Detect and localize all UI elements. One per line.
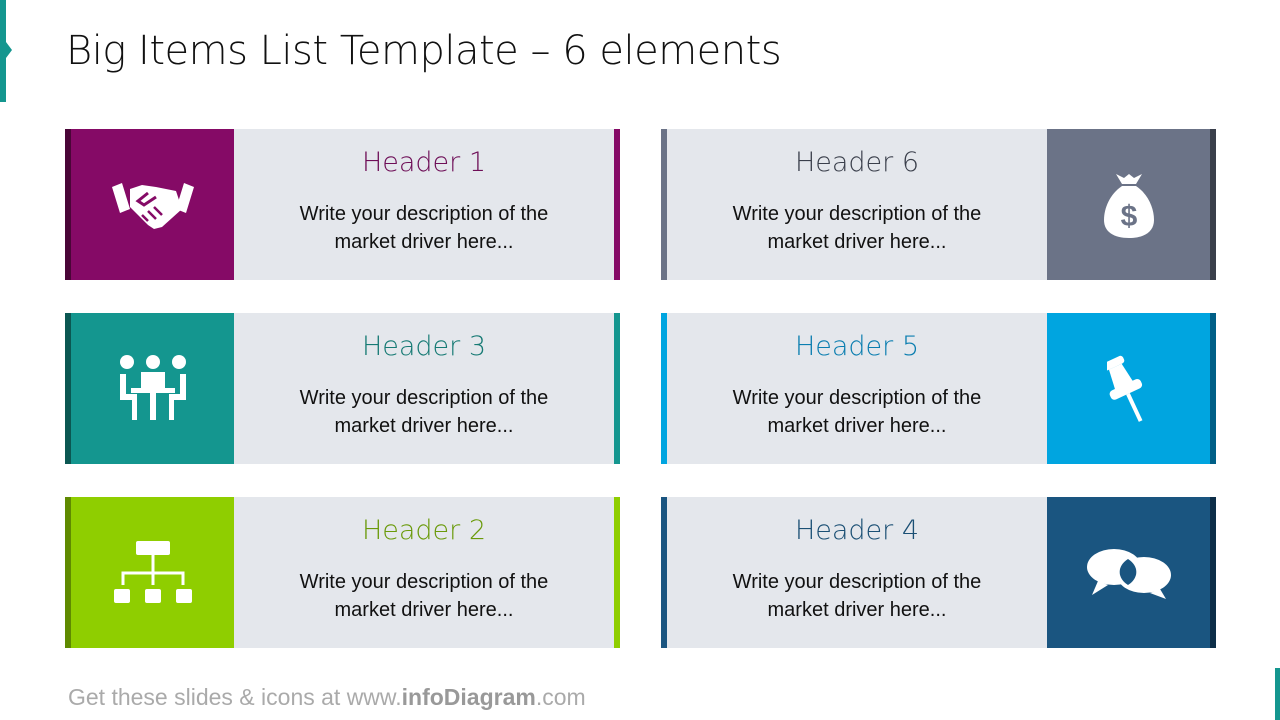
- hierarchy-icon: [112, 540, 194, 605]
- card-description: Write your description of the market dri…: [732, 387, 982, 437]
- card-edge: [614, 313, 620, 464]
- card-edge: [1210, 497, 1216, 648]
- handshake-icon: [108, 175, 198, 235]
- card-header-5: Header 5 Write your description of the ma…: [661, 313, 1216, 464]
- footer-suffix: .com: [535, 684, 586, 710]
- card-header-3: Header 3 Write your description of the ma…: [65, 313, 620, 464]
- corner-accent: [1275, 668, 1280, 720]
- footer: Get these slides & icons at www.infoDiag…: [68, 684, 586, 711]
- icon-box: [1047, 313, 1210, 464]
- card-header-1: Header 1 Write your description of the ma…: [65, 129, 620, 280]
- card-panel: Header 6 Write your description of the ma…: [667, 129, 1047, 280]
- card-edge: [661, 313, 667, 464]
- card-description: Write your description of the market dri…: [299, 387, 549, 437]
- card-panel: Header 1 Write your description of the ma…: [234, 129, 614, 280]
- card-header: Header 4: [794, 515, 920, 546]
- card-description: Write your description of the market dri…: [299, 571, 549, 621]
- card-header: Header 1: [361, 147, 487, 178]
- card-description: Write your description of the market dri…: [732, 571, 982, 621]
- card-header: Header 5: [794, 331, 920, 362]
- money-bag-icon: $: [1103, 170, 1154, 240]
- title-accent: [0, 0, 12, 102]
- card-panel: Header 3 Write your description of the ma…: [234, 313, 614, 464]
- card-edge: [661, 497, 667, 648]
- card-header-6: Header 6 Write your description of the ma…: [661, 129, 1216, 280]
- pushpin-icon: [1106, 353, 1151, 425]
- icon-box: [71, 497, 234, 648]
- footer-brand: infoDiagram: [401, 684, 536, 710]
- icon-box: [1047, 497, 1210, 648]
- card-header-2: Header 2 Write your description of the ma…: [65, 497, 620, 648]
- icon-box: [71, 129, 234, 280]
- icon-box: $: [1047, 129, 1210, 280]
- card-edge: [614, 129, 620, 280]
- card-description: Write your description of the market dri…: [299, 203, 549, 253]
- card-header: Header 3: [361, 331, 487, 362]
- card-edge: [661, 129, 667, 280]
- footer-prefix: Get these slides & icons at www.: [68, 684, 402, 710]
- card-header-4: Header 4 Write your description of the ma…: [661, 497, 1216, 648]
- card-edge: [65, 129, 71, 280]
- card-description: Write your description of the market dri…: [732, 203, 982, 253]
- card-panel: Header 4 Write your description of the ma…: [667, 497, 1047, 648]
- card-edge: [65, 497, 71, 648]
- card-panel: Header 2 Write your description of the ma…: [234, 497, 614, 648]
- svg-text:$: $: [1120, 200, 1137, 233]
- card-edge: [1210, 313, 1216, 464]
- meeting-icon: [117, 354, 189, 424]
- speech-bubbles-icon: [1086, 547, 1172, 599]
- card-edge: [614, 497, 620, 648]
- card-panel: Header 5 Write your description of the ma…: [667, 313, 1047, 464]
- icon-box: [71, 313, 234, 464]
- card-header: Header 6: [794, 147, 920, 178]
- page-title: Big Items List Template – 6 elements: [66, 28, 782, 74]
- card-header: Header 2: [361, 515, 487, 546]
- card-edge: [65, 313, 71, 464]
- card-edge: [1210, 129, 1216, 280]
